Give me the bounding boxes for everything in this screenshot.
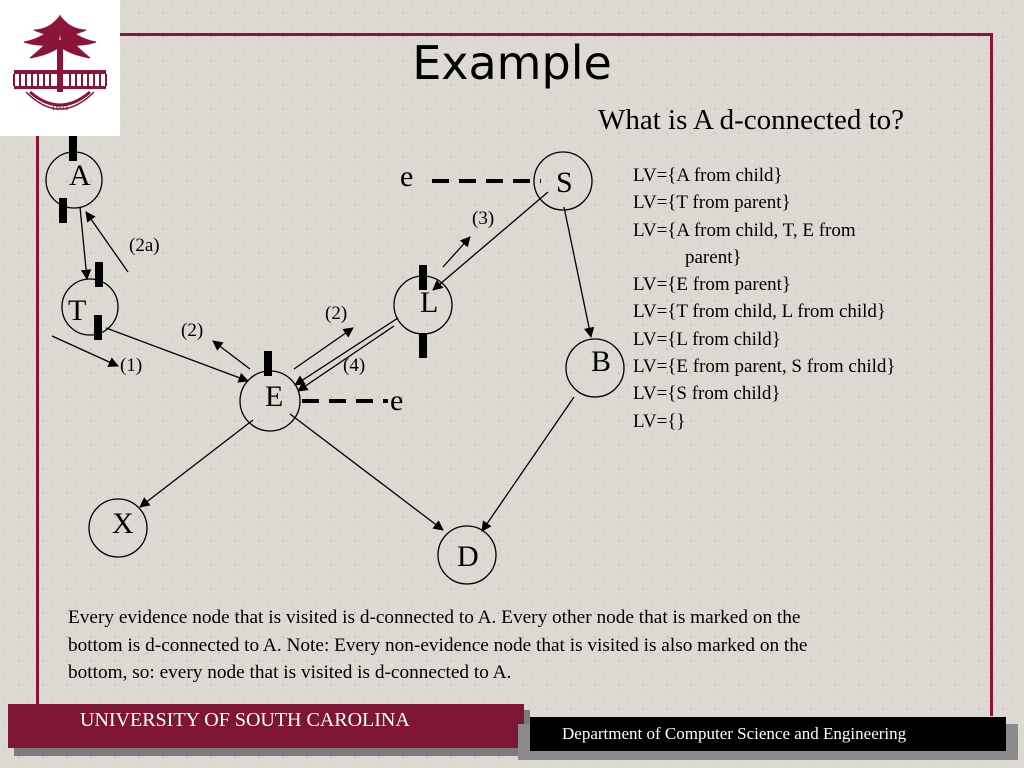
step-label-4: (4) <box>343 355 365 376</box>
mark-bottom-t <box>94 315 102 340</box>
explanation-line: bottom is d-connected to A. Note: Every … <box>68 634 808 656</box>
node-b-label: B <box>591 345 611 378</box>
node-l-label: L <box>420 286 438 319</box>
lv-line: LV={E from parent, S from child} <box>633 356 896 378</box>
edge-l-e <box>294 317 399 386</box>
mark-top-l <box>419 265 427 290</box>
path-arrow-2-right <box>293 327 354 370</box>
step-label-1: (1) <box>120 355 142 376</box>
edge-b-d <box>481 396 575 532</box>
node-x-label: X <box>112 507 134 540</box>
node-t-circle <box>61 278 119 336</box>
node-b-circle <box>565 338 625 398</box>
slide-title: Example <box>412 36 612 90</box>
bayes-net-diagram: A T E L S B X D e e (2a) (1) (2) (2) (3)… <box>45 136 625 585</box>
mark-top-e <box>264 351 272 376</box>
node-d-circle <box>437 525 497 585</box>
lv-line: LV={A from child, T, E from <box>633 219 856 241</box>
department-name: Department of Computer Science and Engin… <box>562 724 907 743</box>
edge-s-b <box>563 206 595 339</box>
path-arrow-3 <box>442 236 471 268</box>
path-arrow-2a <box>85 211 129 273</box>
node-s-circle <box>533 151 593 211</box>
mark-bottom-a <box>59 198 67 223</box>
lv-line: LV={A from child} <box>633 165 783 186</box>
path-arrow-4 <box>297 325 395 392</box>
node-s-label: S <box>556 166 573 199</box>
step-label-2a: (2a) <box>129 235 160 256</box>
lv-line: LV={T from parent} <box>633 192 791 214</box>
explanation-line: bottom, so: every node that is visited i… <box>68 662 512 683</box>
edge-a-t <box>79 206 92 281</box>
university-bar: UNIVERSITY OF SOUTH CAROLINA <box>8 704 524 748</box>
node-d-label: D <box>457 540 479 573</box>
slide-frame <box>36 33 993 716</box>
explanation-text: Every evidence node that is visited is d… <box>68 604 968 687</box>
edge-t-e <box>105 327 249 383</box>
question-text: What is A d-connected to? <box>598 104 905 136</box>
mark-top-t <box>95 262 103 287</box>
department-bar: Department of Computer Science and Engin… <box>530 717 1006 751</box>
edge-e-x <box>139 419 254 508</box>
evidence-label-e: e <box>390 384 403 417</box>
lv-line: LV={E from parent} <box>633 274 792 296</box>
university-logo: 1801 <box>0 0 120 136</box>
node-t-label: T <box>68 294 86 327</box>
lv-list: LV={A from child} LV={T from parent} LV=… <box>633 162 896 435</box>
evidence-label-s: e <box>400 160 413 193</box>
node-e-label: E <box>265 380 283 413</box>
step-label-2-right: (2) <box>325 303 347 324</box>
edge-e-d <box>289 413 444 531</box>
lv-line: LV={T from child, L from child} <box>633 301 887 323</box>
path-arrow-2-left <box>212 340 251 370</box>
mark-top-a <box>69 136 77 161</box>
step-label-3: (3) <box>472 208 494 229</box>
palmetto-logo-icon: 1801 <box>13 14 107 112</box>
node-a-label: A <box>69 159 91 192</box>
logo-year-text: 1801 <box>51 102 69 112</box>
node-x-circle <box>88 498 148 558</box>
path-arrow-1 <box>51 335 119 367</box>
lv-line: parent} <box>685 246 742 268</box>
lv-line: LV={L from child} <box>633 328 781 350</box>
mark-bottom-l <box>419 333 427 358</box>
lv-line: LV={S from child} <box>633 383 781 405</box>
lv-line: LV={} <box>633 410 686 432</box>
explanation-line: Every evidence node that is visited is d… <box>68 607 801 628</box>
step-label-2-left: (2) <box>181 320 203 341</box>
edge-s-l <box>432 191 549 291</box>
university-name: UNIVERSITY OF SOUTH CAROLINA <box>80 709 410 731</box>
